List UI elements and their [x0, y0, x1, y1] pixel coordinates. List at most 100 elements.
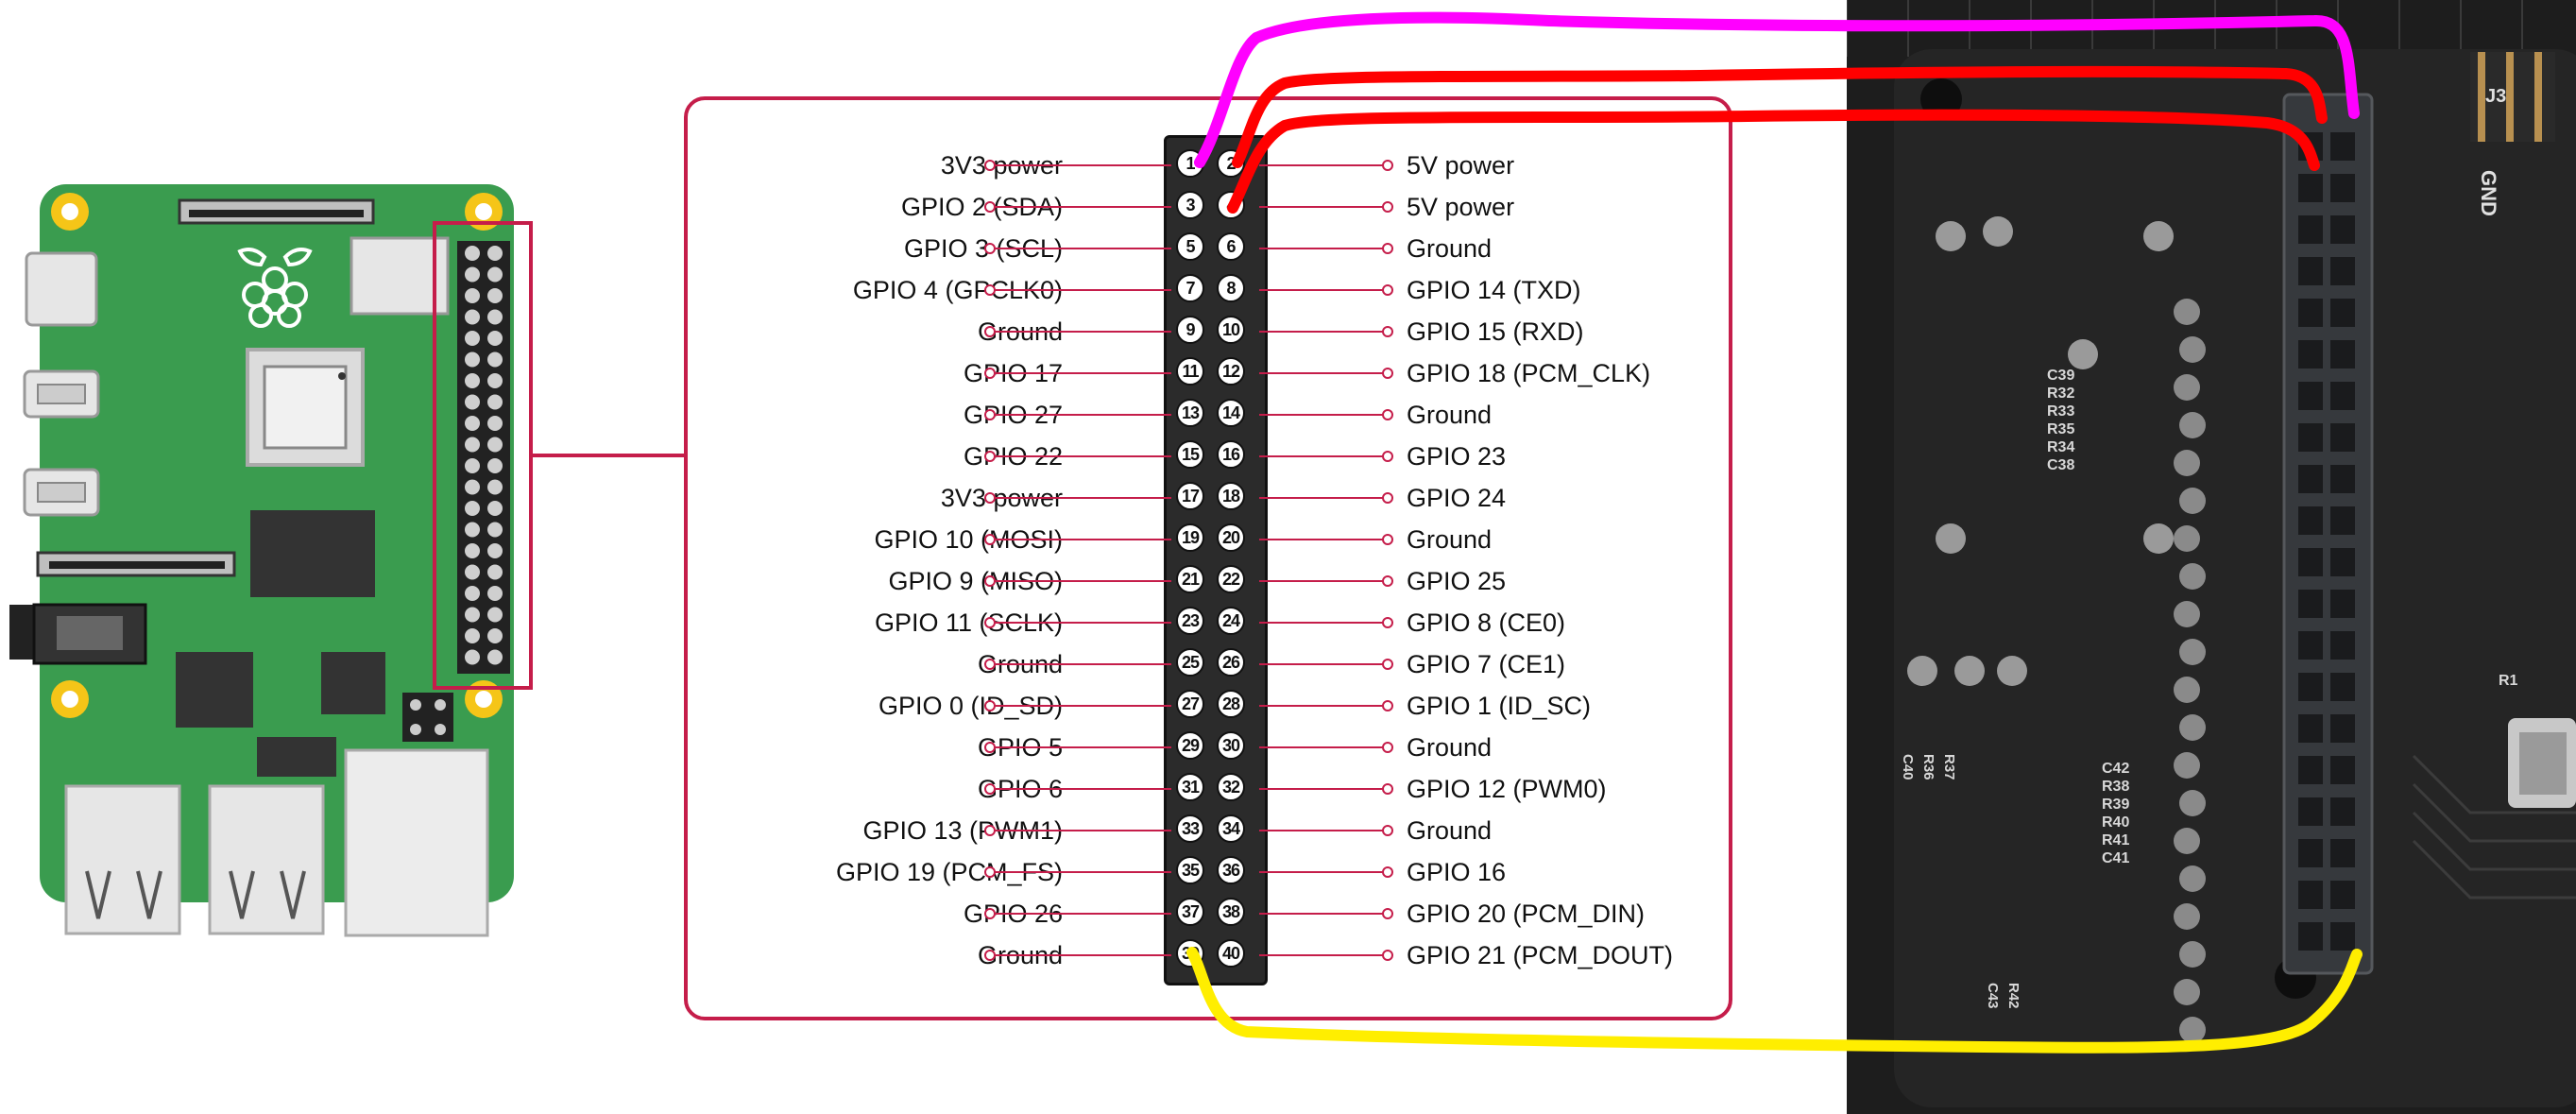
board-pin — [487, 373, 503, 388]
board-pin — [487, 607, 503, 623]
silkscreen-ref-label: R32 — [2047, 386, 2074, 402]
pin-number: 21 — [1176, 565, 1204, 593]
header-socket — [2298, 797, 2323, 826]
pmic-chip — [321, 652, 385, 714]
pin-number: 15 — [1176, 440, 1204, 469]
pin-right-label: GPIO 20 (PCM_DIN) — [1407, 900, 1646, 928]
solder-joint — [2179, 412, 2206, 438]
silkscreen-ref-label: R37 — [1941, 754, 1957, 780]
lead-line — [1259, 954, 1391, 956]
header-socket — [2330, 340, 2355, 368]
board-pin — [465, 373, 480, 388]
pin-number: 23 — [1176, 607, 1204, 635]
audio-jack — [9, 605, 34, 660]
solder-joint — [2179, 941, 2206, 968]
lead-line — [1259, 372, 1391, 374]
pin-right-label: Ground — [1407, 816, 1493, 845]
header-socket — [2298, 506, 2323, 535]
solder-joint — [2143, 221, 2174, 251]
lead-line — [994, 372, 1171, 374]
lead-line — [1259, 622, 1391, 624]
header-socket — [2298, 881, 2323, 909]
header-socket — [2298, 590, 2323, 618]
pin-number: 3 — [1176, 191, 1204, 219]
silkscreen-ref-label: R38 — [2102, 779, 2129, 795]
pin-right-label: GPIO 15 (RXD) — [1407, 317, 1584, 346]
lead-line — [994, 913, 1171, 915]
pin-number: 10 — [1217, 316, 1245, 344]
board-pin — [465, 351, 480, 368]
lead-line — [994, 871, 1171, 873]
board-pin — [487, 543, 503, 558]
ram-chip — [250, 510, 375, 597]
header-socket — [2298, 465, 2323, 493]
lead-line — [1259, 663, 1391, 665]
lead-line — [1259, 414, 1391, 416]
board-pin — [487, 564, 503, 580]
lead-dot — [1382, 908, 1393, 919]
board-gpio-pins — [465, 246, 503, 665]
board-pin — [487, 288, 503, 303]
pin-number: 2 — [1217, 149, 1245, 178]
lead-dot — [1382, 243, 1393, 254]
solder-joint — [2179, 639, 2206, 665]
pin-right-label: Ground — [1407, 733, 1493, 762]
lead-dot — [1382, 284, 1393, 296]
board-pin — [487, 266, 503, 283]
board-pin — [465, 628, 480, 643]
silkscreen-ref-label: R41 — [2102, 832, 2129, 848]
lead-line — [994, 248, 1171, 249]
silkscreen-ref-label: R39 — [2102, 797, 2129, 813]
board-pin — [487, 458, 503, 473]
pin-number: 29 — [1176, 731, 1204, 760]
pcb-board — [1894, 49, 2576, 1107]
solder-joint — [2174, 374, 2200, 401]
silkscreen-ref-label: C39 — [2047, 368, 2074, 384]
silkscreen-ref-label: C41 — [2102, 850, 2129, 866]
pin-number: 35 — [1176, 856, 1204, 884]
header-socket — [2298, 174, 2323, 202]
wire-yellow — [1186, 947, 2363, 1054]
lead-line — [994, 622, 1171, 624]
solder-joint — [2179, 1017, 2206, 1043]
pin-number: 40 — [1217, 939, 1245, 968]
header-socket — [2298, 548, 2323, 576]
lead-dot — [1382, 783, 1393, 795]
pin-right-label: 5V power — [1407, 193, 1515, 221]
header-socket — [2298, 382, 2323, 410]
lead-line — [994, 830, 1171, 831]
lead-line — [1259, 455, 1391, 457]
pin-number: 34 — [1217, 814, 1245, 843]
solder-joint — [1936, 221, 1966, 251]
board-pin — [487, 331, 503, 346]
board-pin — [465, 458, 480, 473]
board-pin — [465, 394, 480, 410]
lead-line — [994, 705, 1171, 707]
board-pin — [465, 479, 480, 495]
pin-number: 32 — [1217, 773, 1245, 801]
board-pin — [465, 522, 480, 538]
header-socket — [2330, 423, 2355, 452]
lead-line — [1259, 164, 1391, 166]
pin-number: 31 — [1176, 773, 1204, 801]
board-pin — [487, 649, 503, 665]
board-pin — [465, 607, 480, 623]
pin-number: 5 — [1176, 232, 1204, 261]
gnd-label: GND — [2477, 170, 2500, 216]
lead-line — [994, 164, 1171, 166]
header-socket — [2330, 839, 2355, 867]
solder-joint — [2068, 339, 2098, 369]
solder-joint — [2179, 714, 2206, 741]
usb-c-port — [25, 251, 98, 327]
usb-port — [64, 784, 181, 935]
header-socket — [2298, 756, 2323, 784]
lead-line — [1259, 580, 1391, 582]
header-socket — [2330, 590, 2355, 618]
header-socket — [2330, 382, 2355, 410]
